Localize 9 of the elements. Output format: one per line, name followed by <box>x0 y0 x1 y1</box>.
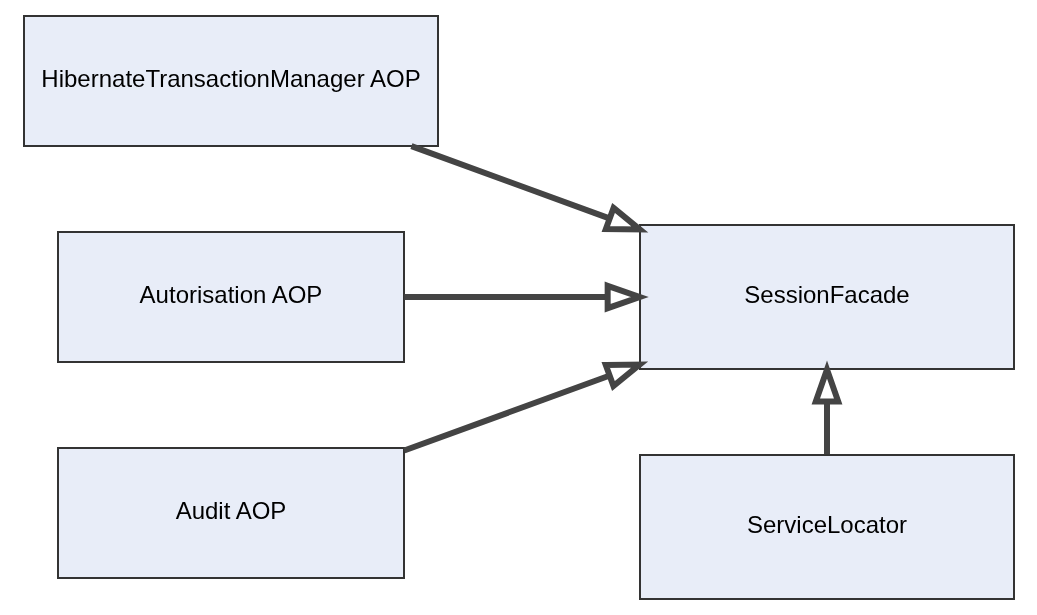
node-box: HibernateTransactionManager AOP <box>22 15 439 147</box>
node-box: Autorisation AOP <box>56 231 405 363</box>
node-box: ServiceLocator <box>638 454 1015 600</box>
node-box: SessionFacade <box>638 224 1015 370</box>
arrow <box>403 281 649 313</box>
arrow <box>402 361 648 454</box>
arrow <box>409 143 648 233</box>
arrow <box>811 360 842 455</box>
node-box: Audit AOP <box>56 447 405 579</box>
